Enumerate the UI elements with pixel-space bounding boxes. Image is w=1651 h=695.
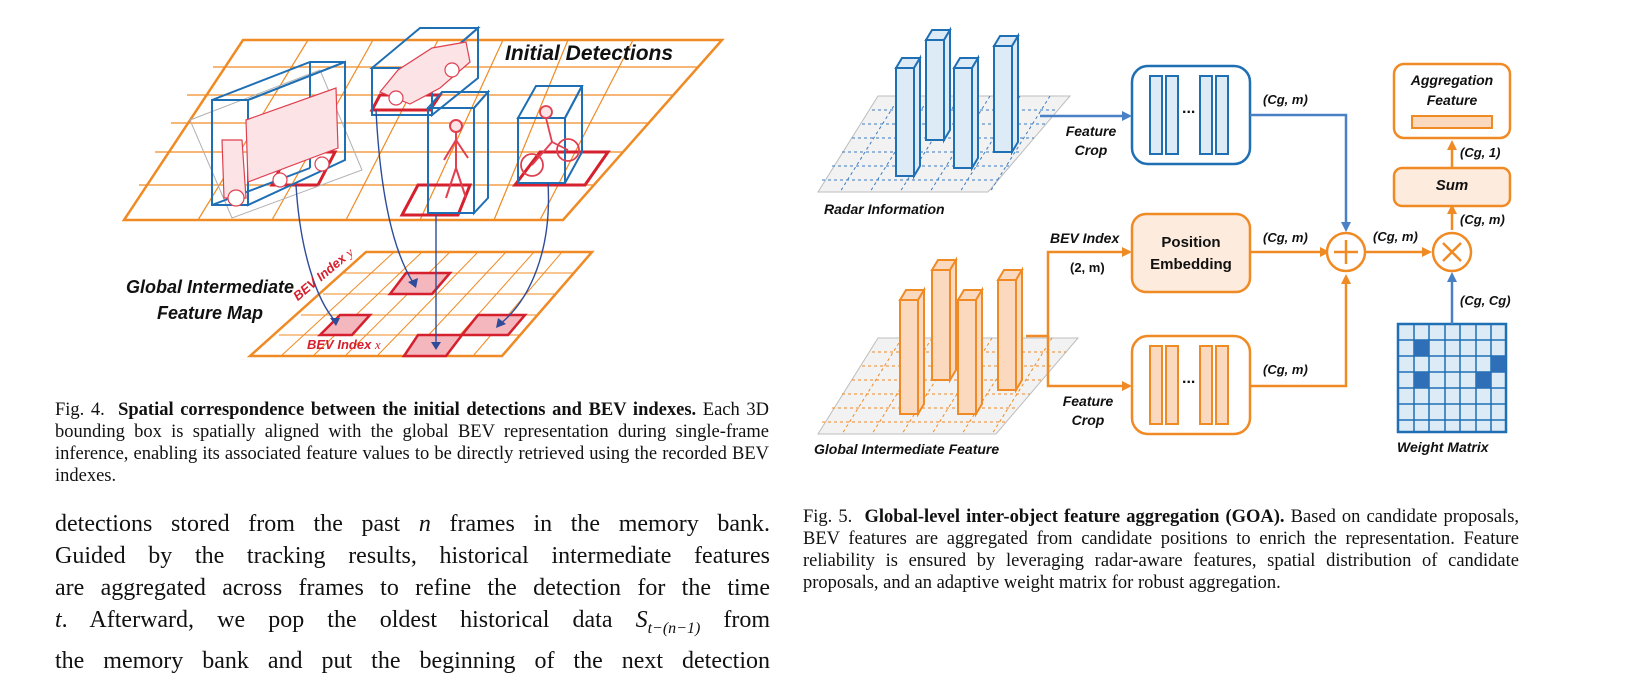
fig5-dims-cg1: (Cg, 1) bbox=[1460, 145, 1501, 160]
detection-grid bbox=[121, 38, 725, 222]
fig5-dims-sum-out: (Cg, m) bbox=[1373, 229, 1418, 244]
fig4-initial-detections-title: Initial Detections bbox=[505, 42, 674, 65]
fig5-feature-crop-top-l2: Crop bbox=[1074, 142, 1108, 158]
fig5-pe-l1: Position bbox=[1161, 234, 1221, 251]
fig5-aggregation-l1: Aggregation bbox=[1410, 72, 1494, 88]
sum-block bbox=[1392, 166, 1512, 208]
radar-to-crop-arrow bbox=[1040, 113, 1348, 226]
fig5-dims-top: (Cg, m) bbox=[1263, 92, 1308, 107]
pedestrian-box bbox=[425, 89, 491, 216]
arrowhead bbox=[1447, 272, 1457, 282]
cyclist-icon bbox=[520, 105, 580, 177]
fig4-diagram bbox=[121, 25, 725, 358]
fig5-dims-bottom: (Cg, m) bbox=[1263, 362, 1308, 377]
fig5-sum-label: Sum bbox=[1435, 177, 1469, 194]
fig5-feature-crop-bottom-l1: Feature bbox=[1062, 393, 1114, 409]
fig4-caption-rest: Each 3D bounding box is spatially aligne… bbox=[55, 400, 770, 486]
body-line-2: Guided by the tracking results, historic… bbox=[55, 543, 770, 569]
fig5-feature-crop-top: Feature Crop bbox=[1056, 122, 1126, 160]
pedestrian-icon bbox=[443, 119, 469, 199]
truck-icon bbox=[221, 87, 339, 207]
fig4-bev-x-var: x bbox=[374, 337, 381, 352]
body-line-1a: detections stored from the past bbox=[55, 511, 401, 537]
fig5-global-feature-label: Global Intermediate Feature bbox=[814, 441, 1000, 457]
arrowhead bbox=[1341, 222, 1351, 232]
body-line-1: detections stored from the past n frames… bbox=[55, 508, 770, 540]
fig5-diagram bbox=[817, 26, 1512, 436]
fig5-feature-crop-bottom-l2: Crop bbox=[1071, 412, 1105, 428]
fig5-caption: Fig. 5. Global-level inter-object featur… bbox=[803, 506, 1519, 594]
fig5-ellipsis-top: ... bbox=[1182, 100, 1196, 117]
fig5-caption-prefix: Fig. 5. bbox=[803, 507, 853, 527]
global-feature-connectors bbox=[1026, 146, 1454, 388]
body-line-3: are aggregated across frames to refine t… bbox=[55, 575, 770, 601]
fig5-dims-cgcg: (Cg, Cg) bbox=[1460, 293, 1511, 308]
fig5-dims-pe: (Cg, m) bbox=[1263, 230, 1308, 245]
fig5-dims-mult-out: (Cg, m) bbox=[1460, 212, 1505, 227]
add-node bbox=[1325, 231, 1367, 273]
feature-bars bbox=[898, 256, 1024, 418]
body-var-n: n bbox=[418, 511, 431, 537]
weight-matrix bbox=[1396, 322, 1508, 434]
body-line-4: t. Afterward, we pop the oldest historic… bbox=[55, 604, 770, 645]
body-line-4a: . Afterward, we pop the oldest historica… bbox=[61, 607, 613, 633]
feature-crop-block bbox=[1130, 334, 1252, 436]
radar-bars bbox=[894, 26, 1020, 180]
fig5-feature-crop-top-l1: Feature bbox=[1065, 123, 1117, 139]
fig5-radar-label: Radar Information bbox=[824, 201, 945, 217]
body-line-1b: frames in the memory bank. bbox=[449, 511, 771, 537]
fig4-caption: Fig. 4. Spatial correspondence between t… bbox=[55, 399, 769, 487]
arrowheads bbox=[330, 278, 506, 350]
fig5-caption-bold: Global-level inter-object feature aggreg… bbox=[864, 507, 1285, 527]
orange-arrowheads bbox=[1122, 140, 1457, 391]
arrowhead bbox=[1122, 111, 1132, 121]
body-line-4b: from bbox=[723, 607, 770, 633]
body-line-5: the memory bank and put the beginning of… bbox=[55, 647, 770, 674]
fig5-aggregation-label: Aggregation Feature bbox=[1394, 70, 1510, 110]
body-sub: t−(n−1) bbox=[647, 619, 701, 637]
fig5-caption-rest: Based on candidate proposals, BEV featur… bbox=[803, 507, 1520, 593]
fig5-bev-index-label: BEV Index bbox=[1050, 230, 1120, 246]
car-icon bbox=[379, 41, 471, 106]
fig5-aggregation-l2: Feature bbox=[1426, 92, 1478, 108]
aggregation-feature-block bbox=[1392, 62, 1512, 140]
fig5-bev-index-dims: (2, m) bbox=[1070, 260, 1105, 275]
body-paragraph: detections stored from the past n frames… bbox=[55, 508, 770, 695]
body-var-t: t bbox=[55, 607, 62, 633]
fig5-weight-matrix-label: Weight Matrix bbox=[1397, 439, 1489, 455]
fig4-caption-bold: Spatial correspondence between the initi… bbox=[118, 400, 697, 420]
fig4-map-label: Global Intermediate Feature Map bbox=[110, 274, 310, 326]
fig5-pe-l2: Embedding bbox=[1150, 256, 1232, 273]
correspondence-arrows bbox=[295, 109, 550, 346]
fig4-bev-index-x-label: BEV Index bbox=[307, 337, 372, 352]
fig4-map-label-line2: Feature Map bbox=[156, 303, 264, 323]
fig4-bev-index-x: BEV Index x bbox=[307, 337, 381, 353]
multiply-node bbox=[1431, 231, 1473, 273]
fig5-ellipsis-bottom: ... bbox=[1182, 370, 1196, 387]
fig5-position-embedding-label: Position Embedding bbox=[1132, 232, 1250, 276]
fig4-caption-prefix: Fig. 4. bbox=[55, 400, 105, 420]
fig5-feature-crop-bottom: Feature Crop bbox=[1053, 392, 1123, 430]
fig4-map-label-line1: Global Intermediate bbox=[125, 277, 295, 297]
body-var-s: S bbox=[635, 607, 648, 633]
